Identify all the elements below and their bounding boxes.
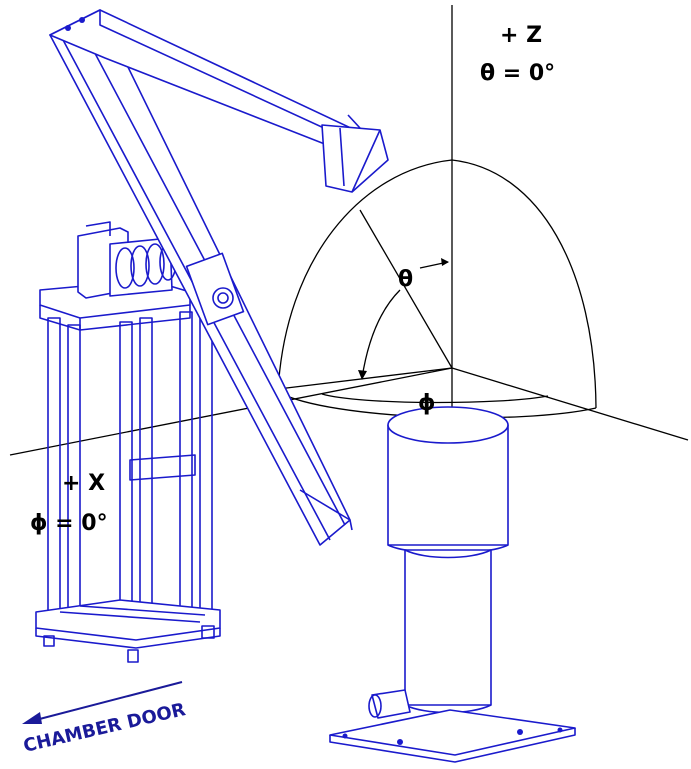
theta-zero-label: θ = 0° [480,61,555,86]
theta-label: θ [398,267,413,292]
chamber-door-arrowhead [22,712,42,724]
hemisphere-left-arc [277,159,453,393]
hemisphere-right-arc [451,159,597,409]
theta-arc-arrowhead [358,370,367,380]
x-axis-line [9,367,453,456]
theta-arrowhead [441,258,449,266]
z-axis-label: + Z [500,23,542,48]
coordinate-system [9,5,689,456]
boom-arm [49,9,389,546]
positioner-stand [35,221,221,663]
chamber-door-label: CHAMBER DOOR [21,699,187,757]
theta-angle-arc [361,289,401,379]
phi-radius-line [269,367,453,391]
phi-label: ϕ [418,391,436,416]
phi-zero-label: ϕ = 0° [30,511,108,536]
chamber-door-arrow [27,681,183,723]
chamber-door-indicator [22,681,183,724]
phi-angle-arc [321,393,549,404]
theta-radius-line [359,209,453,369]
y-axis-line [451,367,689,441]
antenna-pedestal [329,406,576,763]
x-axis-label: + X [62,471,105,496]
